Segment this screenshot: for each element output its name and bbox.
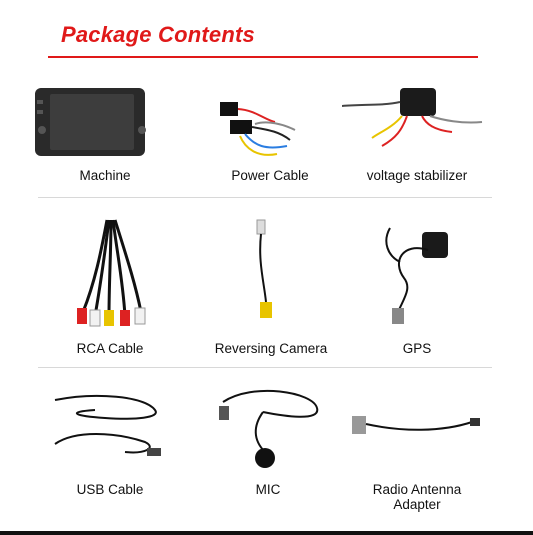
antenna-adapter-icon (352, 416, 480, 434)
item-radio-antenna-adapter: Radio Antenna Adapter (342, 382, 492, 512)
car-stereo-icon (35, 88, 146, 156)
item-label: MIC (255, 482, 281, 497)
rca-cable-icon (77, 219, 146, 327)
item-rca-cable: RCA Cable (35, 212, 185, 356)
row-divider (38, 367, 492, 368)
item-reversing-camera: Reversing Camera (196, 212, 346, 356)
title-divider (48, 56, 478, 58)
item-voltage-stabilizer: voltage stabilizer (342, 80, 492, 208)
microphone-icon (219, 389, 319, 468)
bottom-bar (0, 531, 533, 535)
item-label: Machine (79, 168, 131, 183)
item-power-cable: Power Cable (195, 80, 345, 208)
item-label: Reversing Camera (214, 341, 328, 356)
page-title: Package Contents (61, 22, 255, 47)
usb-cable-icon (54, 394, 161, 456)
row-divider (38, 197, 492, 198)
item-usb-cable: USB Cable (35, 382, 185, 510)
reversing-camera-icon (256, 219, 272, 318)
gps-antenna-icon (385, 227, 448, 324)
item-label: RCA Cable (76, 341, 144, 356)
item-label: Radio Antenna Adapter (372, 482, 462, 512)
item-label: USB Cable (76, 482, 144, 497)
item-label: GPS (402, 341, 432, 356)
item-machine: Machine (30, 80, 180, 208)
item-label: voltage stabilizer (366, 168, 468, 183)
voltage-stabilizer-icon (342, 88, 483, 147)
item-label: Power Cable (231, 168, 309, 183)
item-mic: MIC (193, 382, 343, 510)
power-cable-icon (220, 102, 296, 156)
item-gps: GPS (342, 212, 492, 356)
